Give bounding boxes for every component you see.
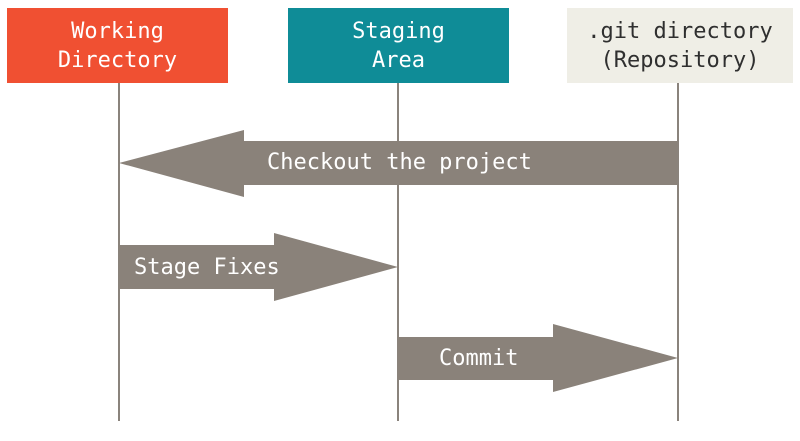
stage-fixes-label: Stage Fixes xyxy=(134,255,280,280)
git-directory-label-line2: (Repository) xyxy=(600,47,760,73)
staging-area-box: Staging Area xyxy=(288,8,509,83)
working-directory-label-line2: Directory xyxy=(57,47,178,73)
commit-arrow xyxy=(398,324,678,392)
commit-label: Commit xyxy=(439,346,519,371)
git-directory-label-line1: .git directory xyxy=(587,18,773,44)
checkout-arrow xyxy=(119,130,677,197)
checkout-label: Checkout the project xyxy=(267,150,532,175)
staging-area-label-line2: Area xyxy=(372,47,425,73)
working-directory-label-line1: Working xyxy=(71,18,164,44)
staging-area-lifeline xyxy=(397,83,399,421)
stage-fixes-arrow xyxy=(119,233,398,301)
git-directory-box: .git directory (Repository) xyxy=(567,8,793,83)
working-directory-box: Working Directory xyxy=(7,8,228,83)
staging-area-label-line1: Staging xyxy=(352,18,445,44)
git-directory-lifeline xyxy=(677,83,679,421)
